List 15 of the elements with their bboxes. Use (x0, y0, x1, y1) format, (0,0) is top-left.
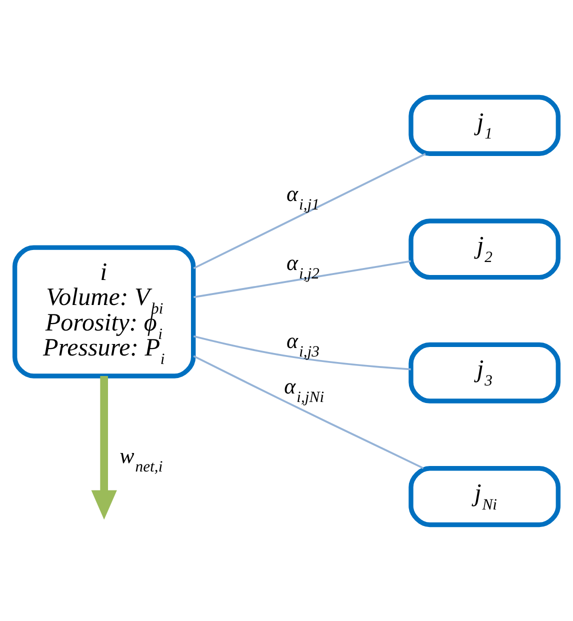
edge-label: α$_{i,jNi}$ (284, 373, 324, 406)
node-box: j$_{1}$ (408, 94, 561, 156)
connector (193, 354, 424, 469)
connector (193, 152, 426, 269)
node-box: j$_{Ni}$ (408, 466, 561, 527)
edge-label: α$_{i,j3}$ (286, 328, 320, 360)
connector (193, 334, 411, 370)
connector (194, 260, 411, 298)
edge-label: w$_{net,i}$ (120, 442, 163, 475)
edge-label: α$_{i,j1}$ (286, 180, 320, 213)
edge-label: α$_{i,j2}$ (286, 249, 320, 282)
node-box: j$_{3}$ (408, 342, 561, 403)
node-box: i Volume: V$_{bi}$ Porosity: ϕ$_{i}$ Pressure: P$_{i}$ (12, 244, 196, 378)
arrow (91, 376, 117, 520)
node-box: j$_{2}$ (408, 218, 561, 280)
